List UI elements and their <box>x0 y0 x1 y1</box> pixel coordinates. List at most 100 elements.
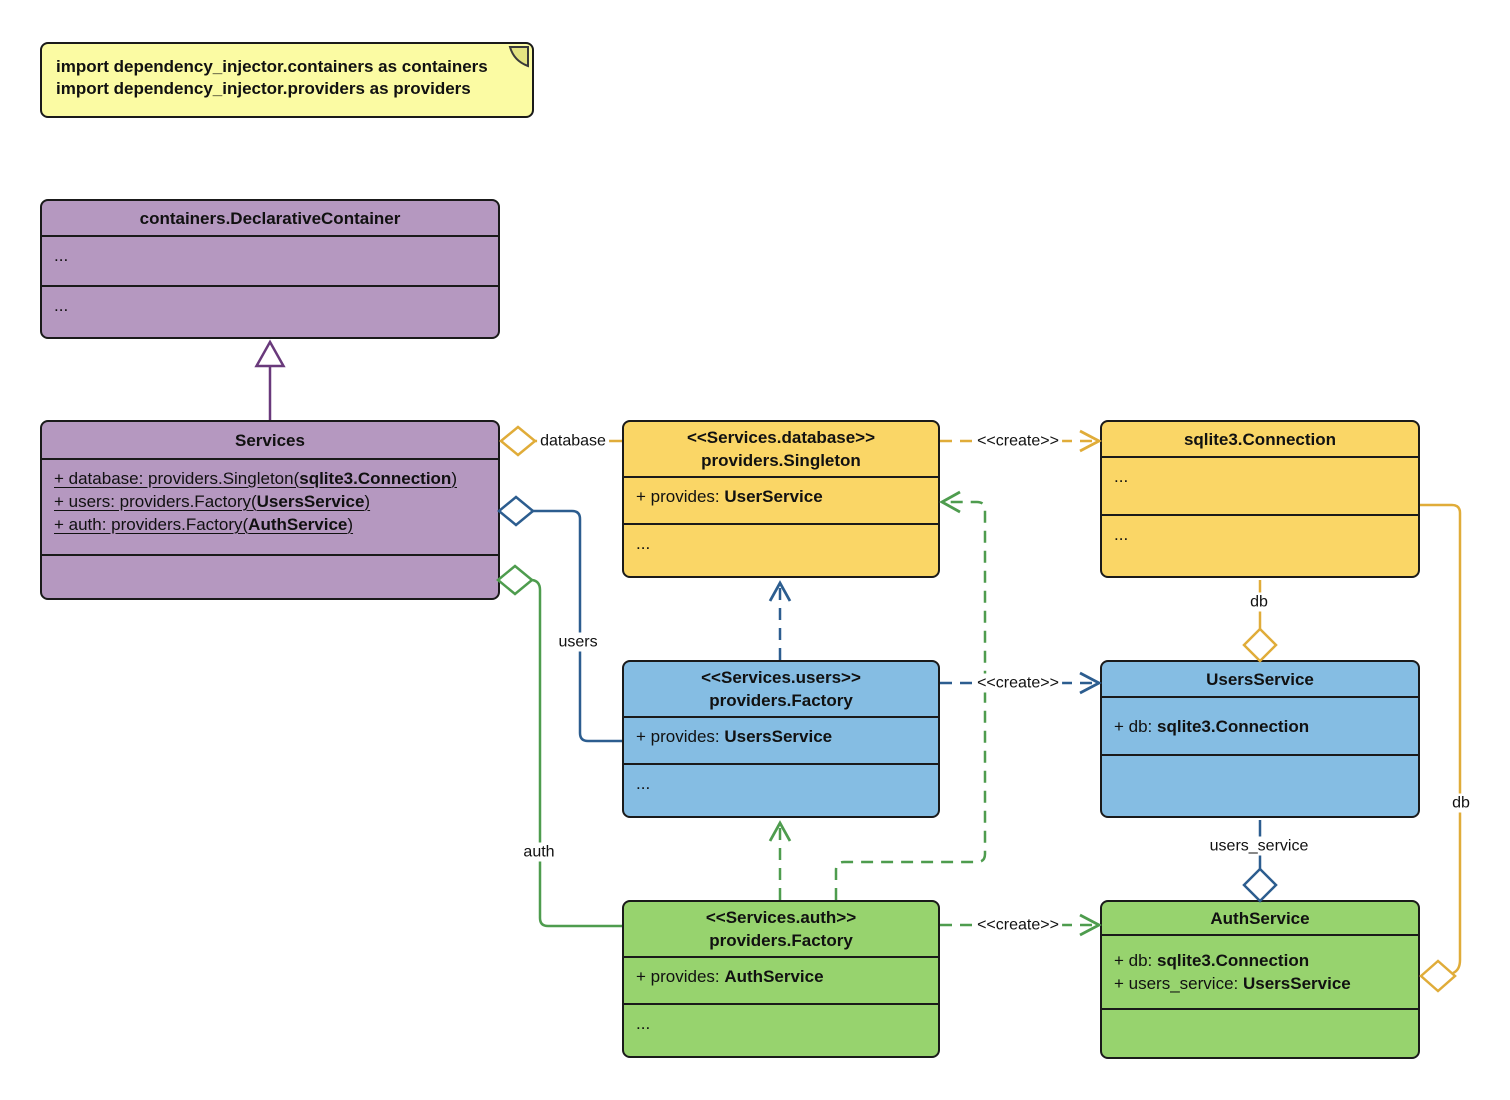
class-title: sqlite3.Connection <box>1102 422 1418 458</box>
attr-type: UsersService <box>724 727 833 746</box>
attr-text: + database: providers.Singleton( <box>54 469 300 488</box>
attr-type: UsersService <box>1242 974 1351 993</box>
methods-placeholder: ... <box>636 774 651 793</box>
class-attributes: + provides: AuthService <box>624 958 938 1005</box>
class-sqlite3-connection: sqlite3.Connection ... ... <box>1100 420 1420 578</box>
class-attributes: + provides: UsersService <box>624 718 938 765</box>
edge-label-users-service: users_service <box>1206 836 1312 856</box>
aggregation-diamond-icon <box>496 564 534 596</box>
attribute-db: + db: sqlite3.Connection <box>1114 715 1309 738</box>
methods-placeholder: ... <box>1114 525 1129 544</box>
class-title-text: Services <box>235 430 305 450</box>
class-users-service: UsersService + db: sqlite3.Connection <box>1100 660 1420 818</box>
class-declarative-container: containers.DeclarativeContainer ... ... <box>40 199 500 339</box>
edge-authservice-db-aggregation <box>1419 503 1462 993</box>
class-title-text: providers.Factory <box>709 931 853 950</box>
class-methods <box>1102 756 1418 816</box>
attr-type: AuthService <box>724 967 824 986</box>
class-stereotype: <<Services.users>> <box>701 668 861 687</box>
open-arrow-icon <box>939 490 961 514</box>
class-title-text: containers.DeclarativeContainer <box>139 208 401 228</box>
attr-text: + auth: providers.Factory( <box>54 515 249 534</box>
class-attributes: + provides: UserService <box>624 478 938 525</box>
class-stereotype: <<Services.database>> <box>686 428 876 447</box>
class-attributes: + database: providers.Singleton(sqlite3.… <box>42 460 498 556</box>
inheritance-triangle-icon <box>254 339 286 368</box>
attr-text: + db: <box>1114 716 1158 736</box>
class-methods: ... <box>624 765 938 816</box>
note-line: import dependency_injector.containers as… <box>56 57 488 76</box>
methods-placeholder: ... <box>54 296 69 315</box>
edge-label-users: users <box>555 632 601 652</box>
attribute-users-service: + users_service: UsersService <box>1114 972 1406 995</box>
attr-text: + users_service: <box>1114 974 1243 993</box>
class-methods: ... <box>42 287 498 337</box>
class-users-factory: <<Services.users>> providers.Factory + p… <box>622 660 940 818</box>
edge-label-database: database <box>537 431 609 451</box>
open-arrow-icon <box>768 820 792 842</box>
aggregation-diamond-icon <box>499 425 537 457</box>
open-arrow-icon <box>1079 429 1103 453</box>
class-attributes: + db: sqlite3.Connection + users_service… <box>1102 936 1418 1010</box>
attr-text: ) <box>364 492 371 511</box>
import-note: import dependency_injector.containers as… <box>40 42 534 118</box>
class-methods: ... <box>624 1005 938 1056</box>
class-auth-factory: <<Services.auth>> providers.Factory + pr… <box>622 900 940 1058</box>
attr-type: UserService <box>724 487 823 506</box>
edge-label-create-users: <<create>> <box>974 673 1062 693</box>
edge-label-db: db <box>1247 592 1271 612</box>
attr-text: + db: <box>1114 951 1158 970</box>
class-attributes: ... <box>1102 458 1418 516</box>
methods-placeholder: ... <box>636 1014 651 1033</box>
class-title: Services <box>42 422 498 460</box>
attribute-auth: + auth: providers.Factory(AuthService) <box>54 513 486 536</box>
class-methods: ... <box>1102 516 1418 576</box>
class-title: <<Services.users>> providers.Factory <box>624 662 938 718</box>
aggregation-diamond-icon <box>1242 867 1278 903</box>
attr-text: ) <box>451 469 457 488</box>
class-database-singleton: <<Services.database>> providers.Singleto… <box>622 420 940 578</box>
attribute-provides: + provides: UserService <box>636 485 926 508</box>
class-title-text: UsersService <box>1206 669 1314 689</box>
edge-users-factory-to-singleton <box>768 580 792 660</box>
class-attributes: + db: sqlite3.Connection <box>1102 698 1418 756</box>
class-title: <<Services.database>> providers.Singleto… <box>624 422 938 478</box>
attr-type: sqlite3.Connection <box>1157 716 1310 736</box>
class-title-text: providers.Singleton <box>701 451 861 470</box>
open-arrow-icon <box>768 580 792 602</box>
attr-type: sqlite3.Connection <box>1157 951 1310 970</box>
edge-authservice-users-service-aggregation <box>1242 820 1278 903</box>
attr-text: + users: providers.Factory( <box>54 492 257 511</box>
attributes-placeholder: ... <box>54 246 69 265</box>
class-attributes: ... <box>42 237 498 287</box>
class-title: <<Services.auth>> providers.Factory <box>624 902 938 958</box>
attr-type: sqlite3.Connection <box>299 469 452 488</box>
edge-inheritance-services <box>254 339 286 420</box>
class-stereotype: <<Services.auth>> <box>705 908 857 927</box>
methods-placeholder: ... <box>636 534 651 553</box>
class-title: containers.DeclarativeContainer <box>42 201 498 237</box>
edge-label-db-right: db <box>1449 793 1473 813</box>
attr-text: + provides: <box>636 967 725 986</box>
note-line: import dependency_injector.providers as … <box>56 79 471 98</box>
edge-label-create-database: <<create>> <box>974 431 1062 451</box>
class-title: UsersService <box>1102 662 1418 698</box>
open-arrow-icon <box>1079 913 1103 937</box>
attr-type: AuthService <box>248 515 348 534</box>
note-fold-icon <box>508 46 529 68</box>
class-title-text: providers.Factory <box>709 691 853 710</box>
attribute-provides: + provides: AuthService <box>636 965 926 988</box>
class-methods <box>1102 1010 1418 1057</box>
edge-auth-factory-to-users-factory <box>768 820 792 900</box>
class-title: AuthService <box>1102 902 1418 936</box>
edge-services-users-aggregation <box>497 495 622 743</box>
class-title-text: sqlite3.Connection <box>1183 429 1337 449</box>
class-title-text: AuthService <box>1210 908 1310 928</box>
class-services: Services + database: providers.Singleton… <box>40 420 500 600</box>
aggregation-diamond-icon <box>497 495 535 527</box>
class-auth-service: AuthService + db: sqlite3.Connection + u… <box>1100 900 1420 1059</box>
attribute-database: + database: providers.Singleton(sqlite3.… <box>54 467 486 490</box>
attr-text: + provides: <box>636 487 725 506</box>
open-arrow-icon <box>1079 671 1103 695</box>
